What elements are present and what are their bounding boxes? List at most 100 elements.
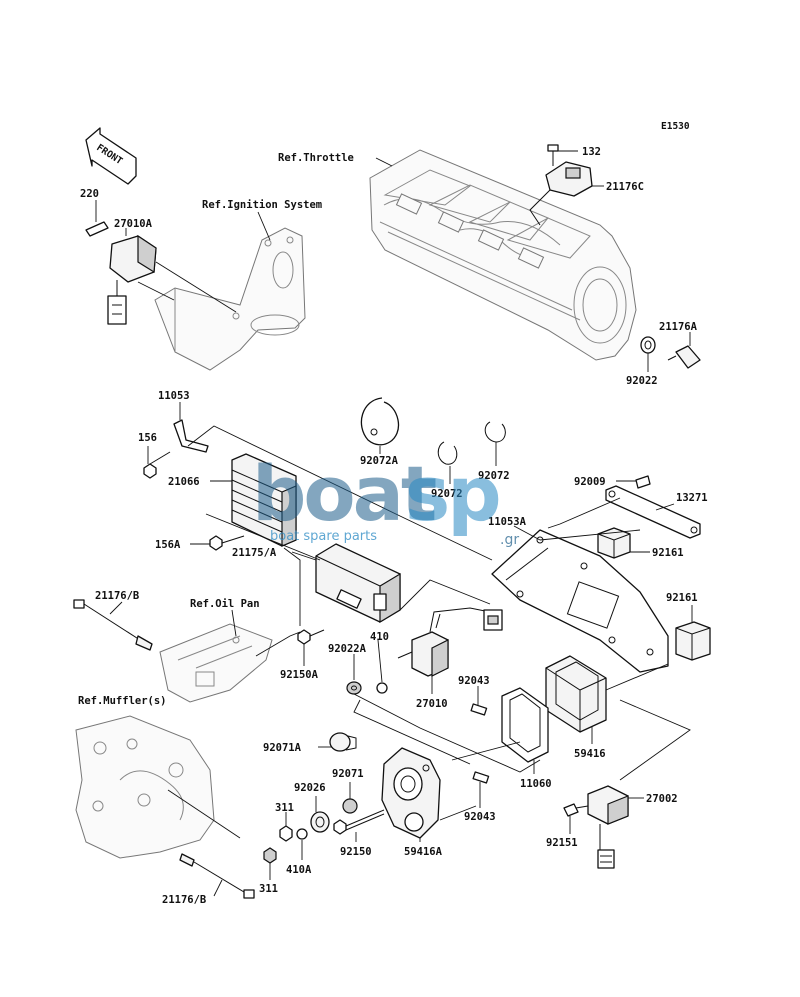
label-92009: 92009: [574, 476, 606, 488]
svg-text:boat spare parts: boat spare parts: [270, 529, 377, 544]
leader-21175a: [291, 551, 317, 561]
regulator-21066: [231, 453, 297, 547]
nut-311-bottom: [263, 847, 277, 864]
label-156a: 156A: [155, 539, 181, 551]
label-11053a: 11053A: [488, 516, 527, 528]
ignition-bracket: [154, 227, 306, 371]
label-92150a: 92150A: [280, 669, 319, 681]
leader-11053a: [513, 525, 541, 541]
watermark-logo: boat sp .gr boat spare parts: [252, 449, 519, 548]
label-156: 156: [138, 432, 157, 444]
washer-92022a: [346, 681, 362, 695]
bracket-11053: [173, 419, 209, 453]
plate-13271: [605, 485, 701, 539]
gasket-11060: [501, 687, 549, 763]
label-92026: 92026: [294, 782, 326, 794]
throttle-body-assembly: [369, 149, 637, 361]
relay-27002: [587, 785, 629, 869]
label-21066: 21066: [168, 476, 200, 488]
bushing-92026: [310, 811, 330, 833]
label-220: 220: [80, 188, 99, 200]
label-11060: 11060: [520, 778, 552, 790]
label-92071a: 92071A: [263, 742, 302, 754]
label-92161-a: 92161: [652, 547, 684, 559]
ref-oil-pan-label: Ref.Oil Pan: [190, 598, 260, 610]
pad-92161-b: [675, 621, 711, 661]
bolt-156: [143, 451, 171, 479]
ref-throttle-leader: [375, 157, 393, 167]
label-21176c: 21176C: [606, 181, 644, 193]
label-27010: 27010: [416, 698, 448, 710]
washer-410a: [296, 828, 308, 840]
ref-ignition-label: Ref.Ignition System: [202, 199, 322, 211]
plate-11053a: [491, 529, 669, 673]
cover-59416: [545, 655, 607, 733]
housing-59416a: [381, 747, 441, 839]
washer-410: [376, 682, 388, 694]
label-27002: 27002: [646, 793, 678, 805]
plug-92071: [342, 798, 358, 814]
label-59416a: 59416A: [404, 846, 443, 858]
ecu-21175a: [315, 543, 401, 624]
label-92150: 92150: [340, 846, 372, 858]
label-92072-left: 92072: [431, 488, 463, 500]
bolt-92150: [333, 809, 385, 835]
relay-27010: [397, 607, 503, 677]
front-arrow-icon: FRONT: [85, 127, 137, 185]
sensor-21176b-bottom: [179, 853, 255, 899]
bolt-132: [547, 144, 559, 166]
pin-92043-top: [470, 703, 488, 716]
label-311-top: 311: [275, 802, 294, 814]
svg-text:sp: sp: [405, 449, 499, 538]
label-92161-b: 92161: [666, 592, 698, 604]
pin-92043-bottom: [472, 771, 490, 784]
muffler-ref: [75, 715, 215, 859]
label-92072a: 92072A: [360, 455, 399, 467]
leader-relay-bracket: [155, 261, 237, 313]
washer-92022: [640, 336, 656, 354]
ring-92072a: [360, 397, 400, 446]
label-132: 132: [582, 146, 601, 158]
assembly-lines: [137, 281, 691, 839]
label-21176a: 21176A: [659, 321, 698, 333]
label-92022a: 92022A: [328, 643, 367, 655]
label-92022: 92022: [626, 375, 658, 387]
leader-21176b-bottom: [213, 879, 223, 897]
label-92151: 92151: [546, 837, 578, 849]
bolt-92150a: [297, 629, 325, 645]
label-21176b-top: 21176/B: [95, 590, 139, 602]
label-11053: 11053: [158, 390, 190, 402]
ring-92072-left: [437, 441, 458, 465]
leader-21176b-top: [109, 601, 123, 615]
label-92043-top: 92043: [458, 675, 490, 687]
screw-92009: [635, 475, 651, 489]
ring-92072-right: [484, 421, 506, 443]
label-13271: 13271: [676, 492, 708, 504]
svg-text:boat: boat: [252, 449, 436, 538]
nut-311-top: [279, 825, 293, 842]
sensor-21176b-top: [73, 599, 153, 651]
label-410: 410: [370, 631, 389, 643]
temp-sensor-21176a: [667, 345, 701, 369]
screw-220: [85, 221, 109, 237]
svg-text:.gr: .gr: [500, 532, 519, 548]
ref-ignition-leader: [257, 211, 271, 241]
ref-throttle-label: Ref.Throttle: [278, 152, 354, 164]
label-92072-right: 92072: [478, 470, 510, 482]
screw-92151: [563, 803, 589, 817]
ref-muffler-label: Ref.Muffler(s): [78, 695, 167, 707]
label-92043-bottom: 92043: [464, 811, 496, 823]
leader-410: [377, 639, 383, 683]
oil-pan-ref: [159, 623, 273, 703]
label-92071: 92071: [332, 768, 364, 780]
ref-oil-pan-leader: [231, 609, 237, 637]
leader-13271: [655, 503, 675, 511]
plug-92071a: [329, 732, 357, 752]
diagram-code: E1530: [661, 121, 690, 132]
bolt-156a: [209, 535, 245, 551]
label-27010a: 27010A: [114, 218, 153, 230]
label-311-bottom: 311: [259, 883, 278, 895]
label-21176b-bottom: 21176/B: [162, 894, 206, 906]
label-410a: 410A: [286, 864, 312, 876]
